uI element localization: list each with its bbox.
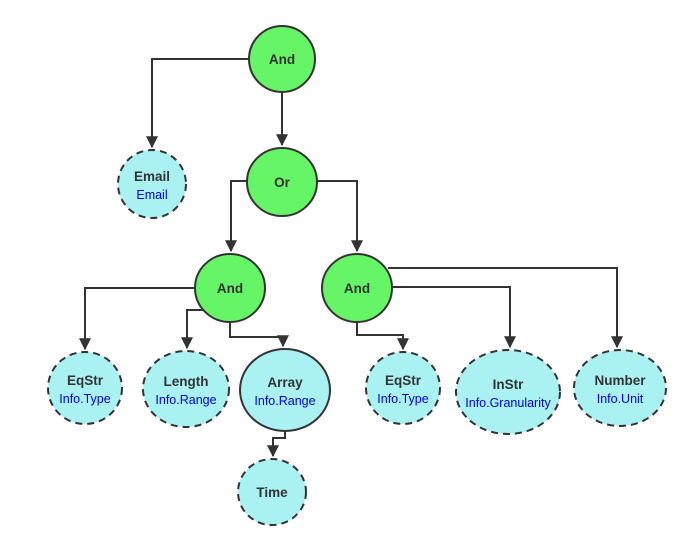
edge-and-left-array: [229, 322, 289, 348]
edge-and-right-instr: [392, 286, 516, 349]
time-label: Time: [256, 485, 288, 500]
and-root-shape: [248, 25, 316, 93]
and-left-label: And: [217, 281, 243, 296]
edge-and-root-email: [146, 58, 249, 149]
instr-shape: [455, 349, 561, 435]
and-left-shape: [194, 253, 266, 323]
email-sublabel: Email: [136, 188, 167, 202]
eqstr-right-label: EqStr: [385, 373, 422, 388]
node-or[interactable]: Or: [246, 147, 318, 217]
array-label: Array: [267, 375, 303, 390]
edge-and-right-eqstr-right: [356, 322, 409, 351]
and-right-shape: [321, 253, 393, 323]
email-shape: [117, 149, 187, 219]
edge-or-and-left: [225, 180, 247, 253]
number-label: Number: [594, 373, 646, 388]
instr-sublabel: Info.Granularity: [465, 396, 551, 410]
eqstr-left-shape: [47, 351, 123, 425]
length-shape: [142, 350, 230, 428]
node-time[interactable]: Time: [237, 458, 307, 526]
edge-and-left-length: [181, 309, 203, 350]
edge-and-left-eqstr-left: [79, 287, 195, 351]
node-and-right[interactable]: And: [321, 253, 393, 323]
time-shape: [237, 458, 307, 526]
number-shape: [573, 349, 667, 427]
edge-or-and-right: [317, 180, 363, 253]
length-label: Length: [164, 374, 209, 389]
eqstr-right-sublabel: Info.Type: [377, 392, 428, 406]
and-right-label: And: [344, 281, 370, 296]
or-shape: [246, 147, 318, 217]
number-sublabel: Info.Unit: [597, 392, 644, 406]
edge-array-time: [267, 431, 286, 458]
email-label: Email: [134, 169, 170, 184]
eqstr-left-label: EqStr: [67, 373, 104, 388]
edge-and-right-number: [388, 267, 623, 349]
instr-label: InStr: [493, 377, 524, 392]
or-label: Or: [274, 175, 291, 190]
length-sublabel: Info.Range: [155, 393, 216, 407]
array-shape: [239, 348, 331, 432]
node-and-root[interactable]: And: [248, 25, 316, 93]
and-root-label: And: [269, 52, 295, 67]
eqstr-left-sublabel: Info.Type: [59, 392, 110, 406]
eqstr-right-shape: [365, 351, 441, 425]
node-and-left[interactable]: And: [194, 253, 266, 323]
array-sublabel: Info.Range: [254, 394, 315, 408]
